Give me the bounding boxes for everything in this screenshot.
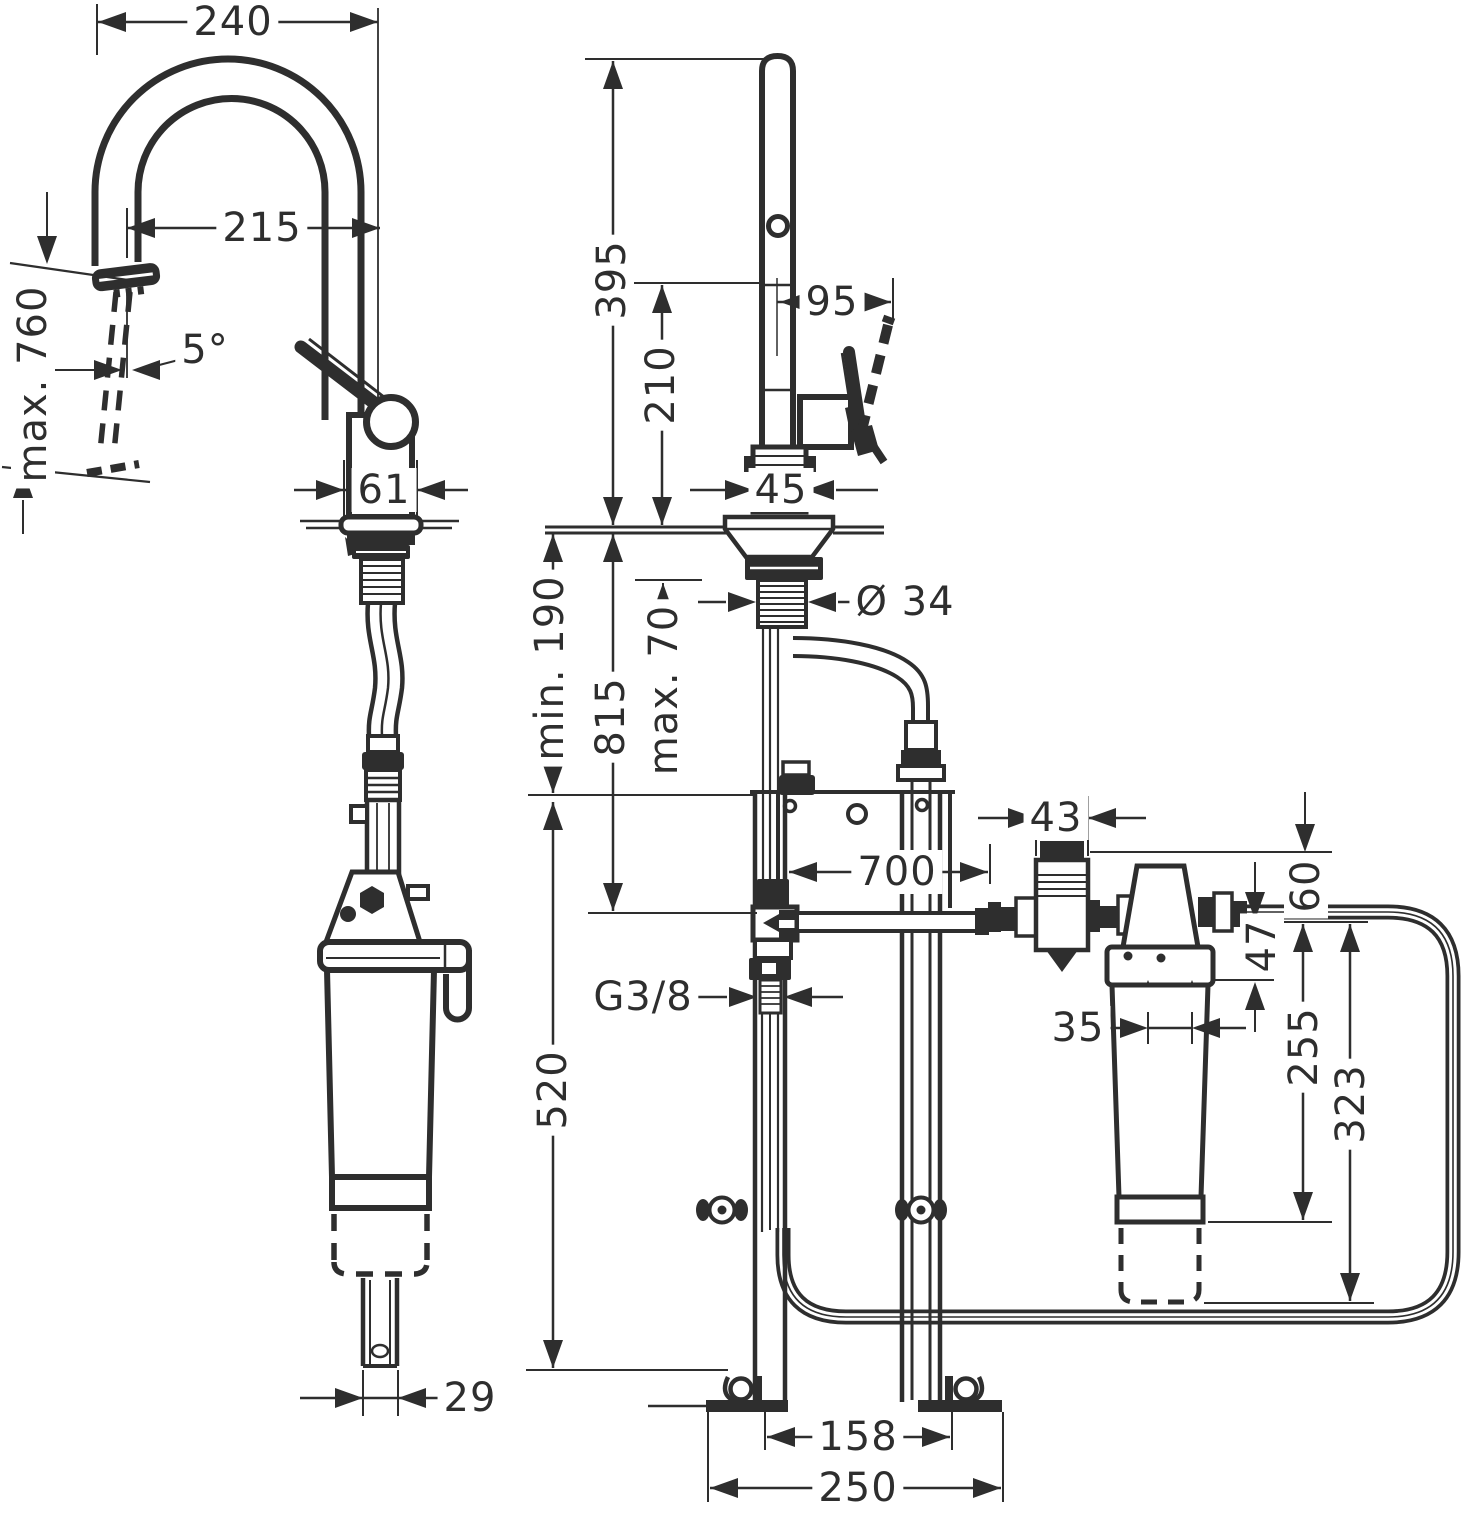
pullout-spray-dashed <box>86 290 140 477</box>
shank-and-hoses <box>349 545 410 925</box>
escutcheon <box>300 514 459 556</box>
spray-head <box>91 263 161 298</box>
dim-body-depth: 45 <box>748 468 814 512</box>
dim-base-width: 250 <box>812 1466 904 1510</box>
dim-max-counter-thickness: max. 70 <box>641 598 687 782</box>
dim-port-spacing: 35 <box>1045 1006 1111 1050</box>
dim-frame-inner-width: 158 <box>812 1415 904 1459</box>
side-view <box>545 52 1461 1412</box>
dim-valve-width: 43 <box>1023 796 1089 840</box>
dim-body-width: 61 <box>351 468 417 512</box>
dim-min-clearance-below: min. 190 <box>527 569 573 767</box>
dim-cartridge-total-height: 323 <box>1328 1058 1374 1150</box>
dim-max-pullout-length: max. 760 <box>10 279 56 489</box>
valve-and-filter-unit <box>988 841 1247 1305</box>
filter-hose-loop <box>775 904 1461 1325</box>
dim-tube-width: 29 <box>437 1376 503 1420</box>
dim-frame-height: 520 <box>530 1044 576 1136</box>
filter-unit-front <box>317 869 472 1368</box>
front-view <box>86 55 472 1368</box>
spout-arc <box>91 55 365 424</box>
dimension-linework <box>1 4 1374 1502</box>
dim-spray-reach: 215 <box>216 206 308 250</box>
dim-spout-reach: 240 <box>187 0 279 44</box>
deck-and-flange <box>545 514 884 560</box>
threaded-shank <box>745 557 946 908</box>
dim-height-above-deck: 395 <box>589 234 635 326</box>
dim-handle-projection: 95 <box>799 280 865 324</box>
handle-lever <box>294 337 394 419</box>
dim-spray-swivel-angle: 5° <box>175 328 235 372</box>
dim-shank-diameter: Ø 34 <box>849 580 961 624</box>
tee-connection <box>749 879 989 1232</box>
handle-pivot <box>363 394 419 450</box>
frame-feet-and-base <box>648 1376 1002 1412</box>
dim-cartridge-height: 255 <box>1281 1001 1327 1093</box>
dim-hose-drop-below-deck: 815 <box>588 671 634 763</box>
cartridge-hook <box>443 950 472 1023</box>
dim-filter-head-height: 47 <box>1239 913 1285 979</box>
dim-handle-height: 210 <box>638 339 684 431</box>
dim-supply-thread: G3/8 <box>587 975 699 1019</box>
dim-filter-top-offset: 60 <box>1283 853 1329 919</box>
dim-pipe-run: 700 <box>851 850 943 894</box>
frame-wall-brackets <box>696 1195 947 1225</box>
